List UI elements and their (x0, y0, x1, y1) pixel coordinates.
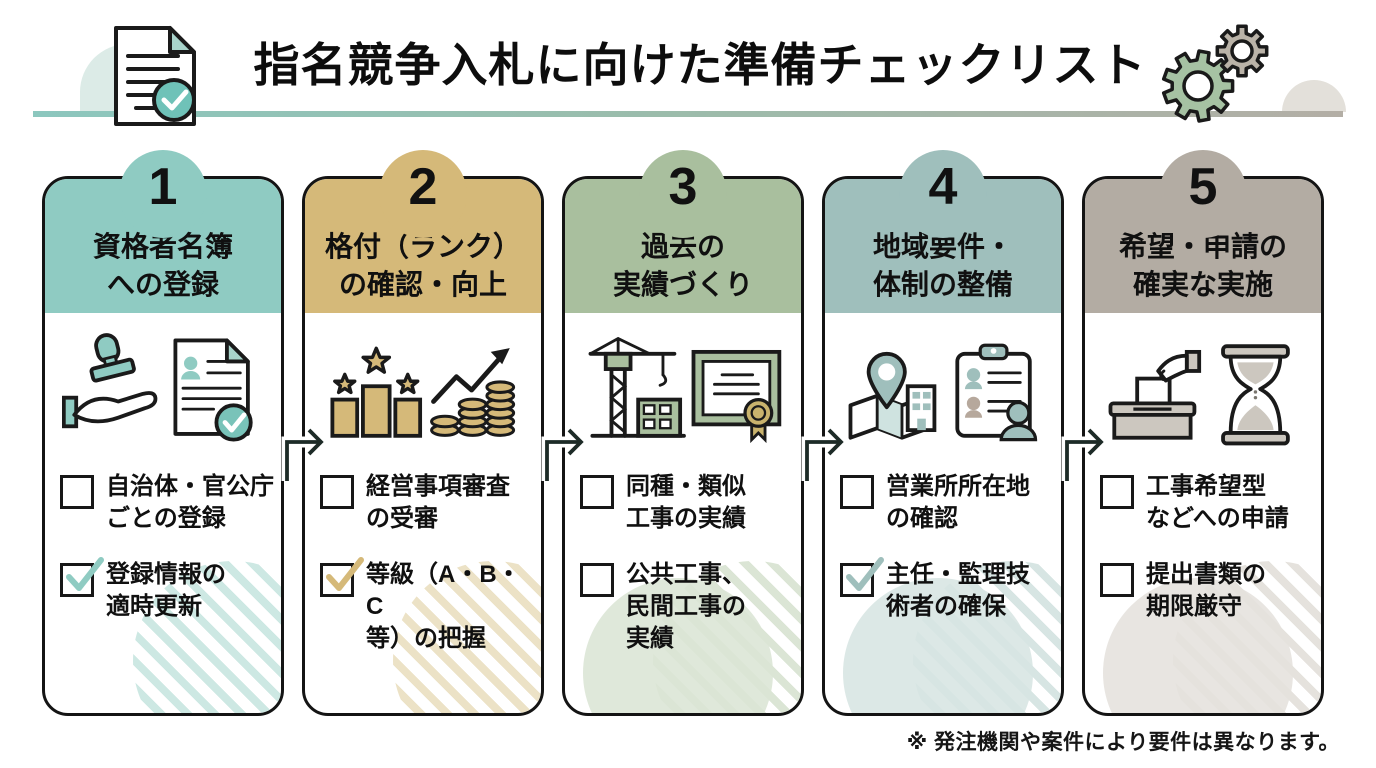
checklist-item: 公共工事、 民間工事の 実績 (580, 559, 795, 654)
checklist-item-label: 営業所所在地 の確認 (886, 473, 1030, 532)
checkbox (60, 475, 94, 509)
column-4-checklist: 営業所所在地 の確認 主任・監理技 術者の確保 (825, 469, 1061, 623)
column-3-header: 過去の 実績づくり (565, 179, 801, 313)
checklist-item-label: 提出書類の 期限厳守 (1146, 561, 1266, 621)
checklist-item: 営業所所在地 の確認 (840, 471, 1055, 534)
column-4-card: 地域要件・ 体制の整備 (822, 176, 1064, 716)
checklist-item: 等級（A・B・C 等）の把握 (320, 557, 535, 654)
column-5-card: 希望・申請の 確実な実施 (1082, 176, 1324, 716)
column-2-card: 格付（ランク） の確認・向上 (302, 176, 544, 716)
construction-crane-and-certificate-icon (565, 313, 801, 469)
column-3-title: 過去の 実績づくり (612, 231, 753, 301)
title-underline-rule (33, 111, 1343, 117)
step-number: 5 (1188, 158, 1218, 216)
checkbox (1100, 475, 1134, 509)
column-3-card: 過去の 実績づくり (562, 176, 804, 716)
checkbox (320, 557, 364, 598)
checkbox (1100, 563, 1134, 598)
column-4-title: 地域要件・ 体制の整備 (872, 231, 1013, 301)
checklist-item: 同種・類似 工事の実績 (580, 471, 795, 534)
next-step-arrow-icon (801, 426, 849, 481)
column-1-checklist: 自治体・官公庁 ごとの登録 登録情報の 適時更新 (45, 469, 281, 623)
checkbox (60, 557, 104, 598)
column-5-number-badge: 5 (1159, 150, 1247, 238)
checklist-item-label: 自治体・官公庁 ごとの登録 (106, 473, 274, 532)
header-right-blob-decoration (1282, 80, 1346, 112)
column-4-number-badge: 4 (899, 150, 987, 238)
checklist-item-label: 同種・類似 工事の実績 (626, 473, 746, 532)
checklist-item: 工事希望型 などへの申請 (1100, 471, 1315, 534)
column-3: 過去の 実績づくり (562, 150, 804, 725)
checkbox (840, 557, 884, 598)
checkbox (320, 475, 354, 509)
checklist-item-label: 公共工事、 民間工事の 実績 (626, 561, 746, 652)
checklist-item-label: 登録情報の 適時更新 (106, 561, 226, 621)
step-number: 1 (148, 158, 178, 216)
column-1-number-badge: 1 (119, 150, 207, 238)
column-4-header: 地域要件・ 体制の整備 (825, 179, 1061, 313)
document-checklist-icon (114, 26, 196, 126)
column-2-checklist: 経営事項審査 の受審 等級（A・B・C 等）の把握 (305, 469, 541, 654)
page-title: 指名競争入札に向けた準備チェックリスト (253, 39, 1147, 91)
checkmark-icon (66, 557, 104, 592)
column-5: 希望・申請の 確実な実施 (1082, 150, 1324, 725)
step-number: 4 (928, 158, 958, 216)
checkbox (840, 475, 874, 509)
column-1: 資格者名簿 への登録 (42, 150, 284, 725)
map-pin-and-staff-clipboard-icon (825, 313, 1061, 469)
gears-icon (1161, 24, 1269, 123)
checklist-item: 自治体・官公庁 ごとの登録 (60, 471, 275, 534)
checkmark-icon (326, 557, 364, 592)
checkmark-icon (846, 557, 884, 592)
ballot-box-and-hourglass-icon (1085, 313, 1321, 469)
checkbox (580, 563, 614, 598)
checkbox (580, 475, 614, 509)
column-4: 地域要件・ 体制の整備 (822, 150, 1064, 725)
column-5-title: 希望・申請の 確実な実施 (1118, 231, 1287, 301)
checklist-item: 経営事項審査 の受審 (320, 471, 535, 534)
checklist-item-label: 工事希望型 などへの申請 (1146, 473, 1289, 532)
column-1-card: 資格者名簿 への登録 (42, 176, 284, 716)
checklist-item: 登録情報の 適時更新 (60, 557, 275, 622)
column-3-checklist: 同種・類似 工事の実績 公共工事、 民間工事の 実績 (565, 469, 801, 654)
next-step-arrow-icon (281, 426, 329, 481)
column-2: 格付（ランク） の確認・向上 (302, 150, 544, 725)
next-step-arrow-icon (541, 426, 589, 481)
ranking-stars-and-rising-coins-icon (305, 313, 541, 469)
column-1-title: 資格者名簿 への登録 (92, 231, 233, 301)
column-2-title: 格付（ランク） の確認・向上 (324, 231, 521, 301)
next-step-arrow-icon (1061, 426, 1109, 481)
footnote: ※ 発注機関や案件により要件は異なります。 (906, 731, 1340, 754)
column-3-number-badge: 3 (639, 150, 727, 238)
column-5-checklist: 工事希望型 などへの申請 提出書類の 期限厳守 (1085, 469, 1321, 623)
checklist-item: 提出書類の 期限厳守 (1100, 559, 1315, 622)
checklist-item-label: 経営事項審査 の受審 (366, 473, 510, 532)
checklist-item-label: 等級（A・B・C 等）の把握 (366, 561, 521, 652)
step-number: 3 (668, 158, 698, 216)
checklist-item-label: 主任・監理技 術者の確保 (886, 561, 1030, 621)
column-2-number-badge: 2 (379, 150, 467, 238)
checklist-item: 主任・監理技 術者の確保 (840, 557, 1055, 622)
step-number: 2 (408, 158, 438, 216)
stamp-hand-and-registered-document-icon (45, 313, 281, 469)
